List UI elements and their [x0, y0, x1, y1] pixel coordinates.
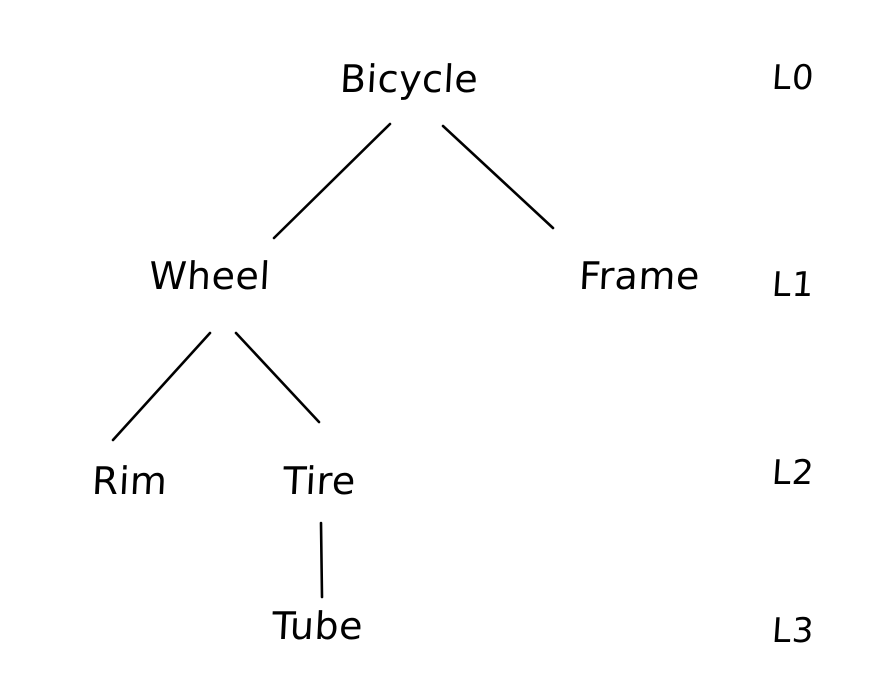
edge-bicycle-wheel — [272, 122, 392, 240]
node-tube[interactable]: Tube — [270, 604, 365, 648]
level-label-l2: L2 — [770, 453, 816, 493]
node-frame[interactable]: Frame — [577, 254, 702, 298]
level-label-l0: L0 — [770, 58, 816, 98]
level-label-l3: L3 — [770, 611, 816, 651]
level-label-l1: L1 — [770, 265, 816, 305]
edge-wheel-rim — [111, 331, 212, 442]
node-bicycle[interactable]: Bicycle — [338, 57, 480, 101]
edge-bicycle-frame — [441, 124, 555, 230]
node-rim[interactable]: Rim — [90, 459, 169, 503]
node-wheel[interactable]: Wheel — [147, 254, 272, 298]
edge-wheel-tire — [234, 331, 321, 424]
node-tire[interactable]: Tire — [281, 459, 357, 503]
edge-tire-tube — [319, 521, 324, 599]
